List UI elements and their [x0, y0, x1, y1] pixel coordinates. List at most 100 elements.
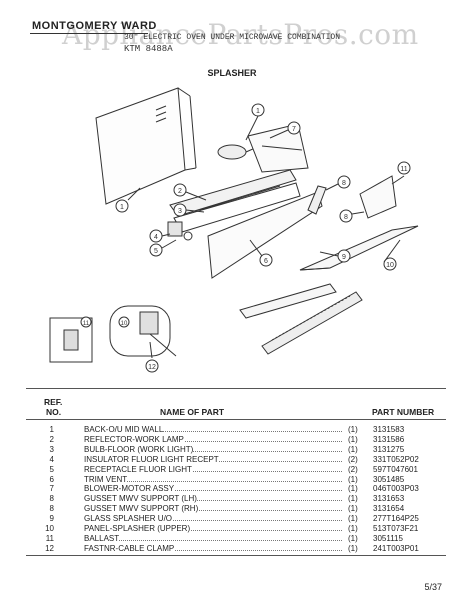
page-number: 5/37: [424, 582, 442, 592]
part-quantity: (1): [348, 434, 358, 444]
watermark: AppliancePartsPros.com: [62, 18, 419, 51]
inset-drawing: [49, 305, 177, 363]
part-number: 3131583: [373, 425, 405, 434]
svg-text:5: 5: [154, 248, 158, 255]
callout-12: 12: [145, 341, 159, 373]
part-name: BULB-FLOOR (WORK LIGHT): [84, 444, 194, 454]
leader-dots: [84, 470, 342, 472]
callout-8a: 8: [325, 175, 351, 191]
svg-text:12: 12: [148, 364, 156, 371]
table-header-rule: [26, 419, 446, 420]
table-row: 3 BULB-FLOOR (WORK LIGHT) (1) 3131275: [40, 444, 460, 454]
part-name: BACK-O/U MID WALL: [84, 425, 164, 434]
svg-text:2: 2: [178, 188, 182, 195]
callout-8b: 8: [339, 209, 365, 223]
part-name: GUSSET MWV SUPPORT (RH): [84, 504, 199, 514]
callout-9: 9: [319, 249, 351, 263]
part-quantity: (1): [348, 444, 358, 454]
table-row: 5 RECEPTACLE FLUOR LIGHT (2) 597T047601: [40, 464, 460, 474]
callout-4: 4: [149, 229, 171, 243]
callout-11: 11: [391, 161, 411, 185]
part-quantity: (2): [348, 454, 358, 464]
part-number: 3131586: [373, 434, 405, 444]
callout-inset-11: 11: [80, 316, 92, 328]
leader-dots: [84, 480, 342, 482]
svg-text:11: 11: [83, 321, 90, 327]
callout-7: 7: [269, 121, 301, 139]
svg-text:7: 7: [292, 126, 296, 133]
leader-dots: [84, 431, 342, 432]
upper-panel-drawing: [299, 225, 419, 271]
part-quantity: (1): [348, 533, 358, 543]
table-row: 4 INSULATOR FLUOR LIGHT RECEPT (2) 331T052P…: [40, 454, 460, 464]
svg-text:8: 8: [344, 214, 348, 221]
ref-number: 12: [45, 543, 54, 553]
leader-dots: [84, 520, 342, 522]
section-title: SPLASHER: [207, 68, 257, 78]
ref-number: 5: [49, 464, 54, 474]
callout-inset-10: 10: [118, 316, 130, 328]
callout-10: 10: [383, 239, 401, 271]
leader-dots: [84, 530, 342, 531]
trim-vent-drawing: [239, 283, 363, 355]
part-number: 046T003P03: [373, 484, 419, 494]
part-number: 513T073F21: [373, 524, 419, 533]
part-number: 241T003P01: [373, 543, 419, 553]
ref-number: 2: [49, 434, 54, 444]
part-name: GLASS SPLASHER U/O: [84, 514, 173, 524]
part-quantity: (2): [348, 464, 358, 474]
table-row: 12 FASTNR-CABLE CLAMP (1) 241T003P01: [40, 543, 460, 553]
ref-number: 8: [49, 494, 54, 504]
part-name: RECEPTACLE FLUOR LIGHT: [84, 464, 192, 474]
brand-title: MONTGOMERY WARD: [32, 20, 157, 32]
table-row: 2 REFLECTOR-WORK LAMP (1) 3131586: [40, 434, 460, 444]
part-quantity: (1): [348, 494, 358, 504]
part-name: FASTNR-CABLE CLAMP: [84, 543, 175, 553]
ref-number: 3: [49, 444, 54, 454]
part-number: 331T052P02: [373, 454, 419, 464]
part-quantity: (1): [348, 504, 358, 514]
part-quantity: (1): [348, 543, 358, 553]
table-bottom-rule: [26, 555, 446, 556]
part-number: 597T047601: [373, 464, 418, 474]
leader-dots: [84, 510, 342, 512]
column-header-ref: REF.: [44, 397, 63, 407]
column-header-no: NO.: [46, 407, 62, 417]
svg-text:11: 11: [400, 166, 407, 173]
part-quantity: (1): [348, 484, 358, 494]
callout-1a: 1: [245, 103, 265, 141]
part-number: 3131275: [373, 444, 405, 454]
part-name: REFLECTOR-WORK LAMP: [84, 434, 184, 444]
part-number: 3131653: [373, 494, 405, 504]
ref-number: 4: [49, 454, 54, 464]
part-number: 3051485: [373, 474, 405, 484]
part-name: BALLAST: [84, 533, 120, 543]
ref-number: 10: [45, 524, 54, 533]
leader-dots: [84, 549, 342, 551]
blower-motor-drawing: [217, 123, 309, 173]
back-mid-wall-drawing: [95, 87, 197, 205]
part-number: 3131654: [373, 504, 405, 514]
leader-dots: [84, 500, 342, 502]
callout-6: 6: [249, 239, 273, 267]
part-number: 277T164P25: [373, 514, 419, 524]
callout-3: 3: [173, 203, 205, 217]
part-quantity: (1): [348, 425, 358, 434]
part-quantity: (1): [348, 514, 358, 524]
column-header-name: NAME OF PART: [160, 407, 225, 417]
exploded-parts-diagram: 1 1 2 3 4 5 6 7 8 8 9 10 11 12 11 10: [49, 87, 419, 373]
part-name: INSULATOR FLUOR LIGHT RECEPT: [84, 454, 219, 464]
column-header-part-number: PART NUMBER: [372, 407, 435, 417]
part-name: PANEL-SPLASHER (UPPER): [84, 524, 191, 533]
ref-number: 11: [45, 533, 54, 543]
part-name: TRIM VENT: [84, 474, 128, 484]
svg-text:1: 1: [120, 204, 124, 211]
svg-text:4: 4: [154, 234, 158, 241]
part-name: BLOWER-MOTOR ASSY: [84, 484, 175, 494]
header-rule: [30, 33, 148, 34]
